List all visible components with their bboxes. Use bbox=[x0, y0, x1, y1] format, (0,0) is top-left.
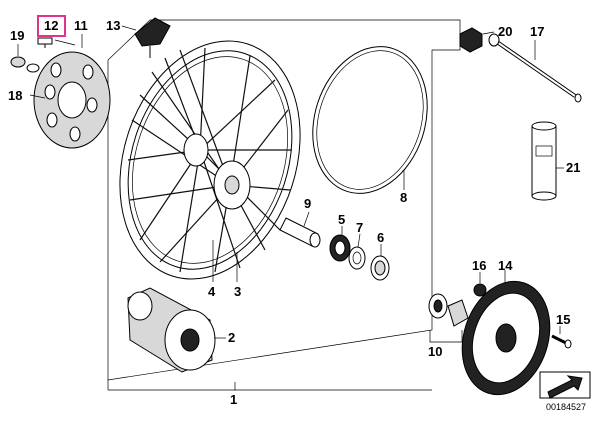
brake-disc[interactable] bbox=[33, 51, 111, 149]
leader-20 bbox=[482, 31, 495, 35]
grease-can-21[interactable] bbox=[531, 121, 557, 201]
label-14: 14 bbox=[498, 258, 513, 273]
label-11: 11 bbox=[74, 18, 88, 33]
label-15: 15 bbox=[556, 312, 570, 327]
label-12: 12 bbox=[44, 18, 58, 33]
wheel-rim[interactable] bbox=[91, 17, 330, 302]
spacer-9[interactable] bbox=[279, 217, 321, 248]
label-10: 10 bbox=[428, 344, 442, 359]
rim-band-8[interactable] bbox=[295, 32, 446, 209]
bolt-15[interactable] bbox=[551, 334, 572, 349]
wheel-spokes bbox=[127, 47, 292, 273]
leader-13 bbox=[121, 25, 137, 31]
label-21: 21 bbox=[566, 160, 580, 175]
bearing-5[interactable] bbox=[329, 234, 351, 262]
leader-9 bbox=[303, 211, 310, 227]
part-labels: 19 12 11 13 18 20 17 21 9 8 5 7 6 4 3 2 … bbox=[8, 15, 586, 412]
nut-16[interactable] bbox=[473, 283, 487, 297]
label-8: 8 bbox=[400, 190, 407, 205]
label-1: 1 bbox=[230, 392, 237, 407]
label-16: 16 bbox=[472, 258, 486, 273]
leader-7 bbox=[357, 233, 361, 248]
leader-12 bbox=[54, 39, 76, 46]
label-4: 4 bbox=[208, 284, 216, 299]
highlight-box bbox=[37, 15, 66, 37]
wheel-hub[interactable] bbox=[183, 133, 251, 210]
washer-19[interactable] bbox=[10, 56, 40, 73]
arrow-icon bbox=[539, 371, 591, 399]
label-13: 13 bbox=[106, 18, 120, 33]
sprocket-14[interactable] bbox=[448, 270, 564, 406]
label-7: 7 bbox=[356, 220, 363, 235]
label-9: 9 bbox=[304, 196, 311, 211]
label-6: 6 bbox=[377, 230, 384, 245]
leader-18 bbox=[29, 94, 46, 99]
axle-17[interactable] bbox=[488, 33, 582, 103]
seal-6[interactable] bbox=[370, 255, 390, 281]
sensor-13[interactable] bbox=[134, 17, 171, 58]
leader-10 bbox=[429, 330, 463, 343]
bolt-12[interactable] bbox=[37, 37, 53, 48]
label-3: 3 bbox=[234, 284, 241, 299]
label-20: 20 bbox=[498, 24, 512, 39]
label-5: 5 bbox=[338, 212, 345, 227]
part-10[interactable] bbox=[428, 293, 469, 327]
label-19: 19 bbox=[10, 28, 24, 43]
hub-2[interactable] bbox=[127, 287, 216, 373]
label-18: 18 bbox=[8, 88, 22, 103]
label-17: 17 bbox=[530, 24, 544, 39]
ring-7[interactable] bbox=[348, 246, 366, 270]
nut-20[interactable] bbox=[459, 27, 483, 53]
diagram-id: 00184527 bbox=[546, 402, 586, 412]
label-2: 2 bbox=[228, 330, 235, 345]
